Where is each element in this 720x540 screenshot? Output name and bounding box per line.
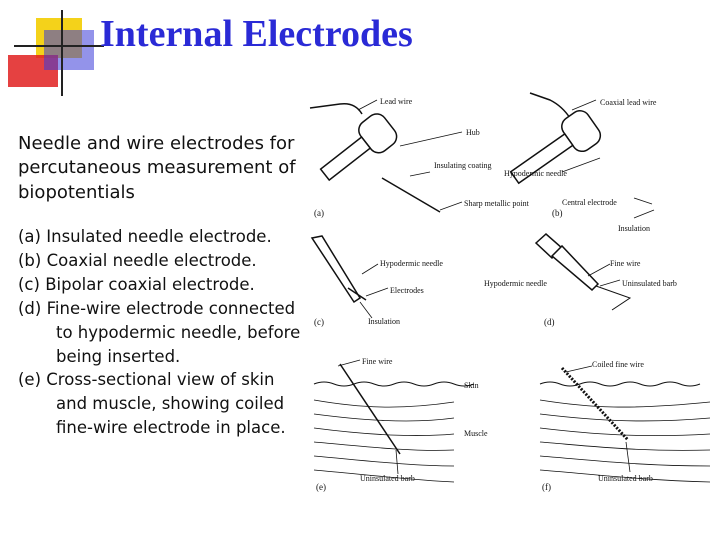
- logo-blue-square: [44, 30, 94, 70]
- fine-wire: [595, 285, 632, 311]
- callout: Uninsulated barb: [622, 279, 677, 288]
- callout: Lead wire: [380, 97, 413, 106]
- hypodermic-shaft: [509, 132, 574, 185]
- panel-tag: (a): [314, 208, 324, 218]
- caption-item-label: (e): [18, 370, 42, 390]
- caption-item-line: Cross-sectional view of skin: [46, 370, 275, 390]
- callout: Insulating coating: [434, 161, 492, 170]
- skin-line: [539, 381, 701, 387]
- bipolar-needle: [310, 235, 362, 304]
- callout: Hypodermic needle: [380, 259, 443, 268]
- panel-tag: (d): [544, 317, 555, 327]
- caption-item-line: to hypodermic needle, before: [56, 322, 301, 342]
- insulated-shaft: [319, 136, 372, 182]
- callout: Fine wire: [610, 259, 641, 268]
- panel-c: Hypodermic needle Electrodes Insulation …: [310, 235, 443, 327]
- caption-item-label: (a): [18, 226, 41, 246]
- panel-e: Fine wire Skin Muscle Uninsulated barb (…: [313, 357, 488, 492]
- electrode-figure: Lead wire Hub Insulating coating Sharp m…: [309, 92, 711, 492]
- caption-item-line: Fine-wire electrode connected: [46, 298, 296, 318]
- caption-item: (b) Coaxial needle electrode.: [18, 249, 338, 273]
- callout: Sharp metallic point: [464, 199, 530, 208]
- inserted-fine-wire: [339, 363, 401, 455]
- callout: Uninsulated barb: [360, 474, 415, 483]
- caption-item: (c) Bipolar coaxial electrode.: [18, 273, 338, 297]
- slide-corner-logo: [8, 10, 104, 96]
- callout: Muscle: [464, 429, 488, 438]
- caption-item: (a) Insulated needle electrode.: [18, 225, 338, 249]
- intro-text: Needle and wire electrodes for percutane…: [18, 133, 296, 203]
- coiled-fine-wire: [560, 366, 630, 442]
- callout: Uninsulated barb: [598, 474, 653, 483]
- caption-item-line: Coaxial needle electrode.: [46, 250, 257, 270]
- panel-f: Coiled fine wire Uninsulated barb (f): [539, 360, 711, 492]
- panel-tag: (b): [552, 208, 563, 218]
- callout: Electrodes: [390, 286, 424, 295]
- caption-list: (a) Insulated needle electrode.(b) Coaxi…: [18, 225, 338, 440]
- callout: Insulation: [368, 317, 400, 326]
- callout: Hub: [466, 128, 480, 137]
- callout: Hypodermic needle: [504, 169, 567, 178]
- callout: Hypodermic needle: [484, 279, 547, 288]
- caption-item-line: Bipolar coaxial electrode.: [45, 274, 255, 294]
- caption-item: (e) Cross-sectional view of skin and musc…: [18, 368, 338, 440]
- slide-title: Internal Electrodes: [100, 13, 413, 55]
- slide-body: Needle and wire electrodes for percutane…: [18, 132, 338, 440]
- caption-item-line: Insulated needle electrode.: [46, 226, 272, 246]
- panel-tag: (f): [542, 482, 551, 492]
- lead-wire: [309, 102, 363, 115]
- panel-d: Fine wire Hypodermic needle Uninsulated …: [484, 232, 677, 327]
- coaxial-lead-wire: [529, 92, 571, 119]
- caption-item-label: (b): [18, 250, 42, 270]
- caption-item-line: being inserted.: [56, 346, 181, 366]
- caption-item: (d) Fine-wire electrode connected to hypo…: [18, 297, 338, 369]
- panel-tag: (c): [314, 317, 324, 327]
- callout: Coiled fine wire: [592, 360, 644, 369]
- panel-b: Coaxial lead wire Hypodermic needle Cent…: [504, 92, 657, 233]
- needle-point: [381, 177, 441, 213]
- callout: Coaxial lead wire: [600, 98, 657, 107]
- panel-a: Lead wire Hub Insulating coating Sharp m…: [309, 97, 530, 218]
- caption-item-line: and muscle, showing coiled: [56, 394, 285, 414]
- callout: Insulation: [618, 224, 650, 233]
- callout: Fine wire: [362, 357, 393, 366]
- caption-item-line: fine-wire electrode in place.: [56, 418, 286, 438]
- caption-item-label: (d): [18, 298, 42, 318]
- caption-item-label: (c): [18, 274, 40, 294]
- callout: Skin: [464, 381, 479, 390]
- skin-line: [313, 381, 475, 387]
- panel-tag: (e): [316, 482, 326, 492]
- callout: Central electrode: [562, 198, 617, 207]
- hypodermic-needle: [550, 244, 600, 292]
